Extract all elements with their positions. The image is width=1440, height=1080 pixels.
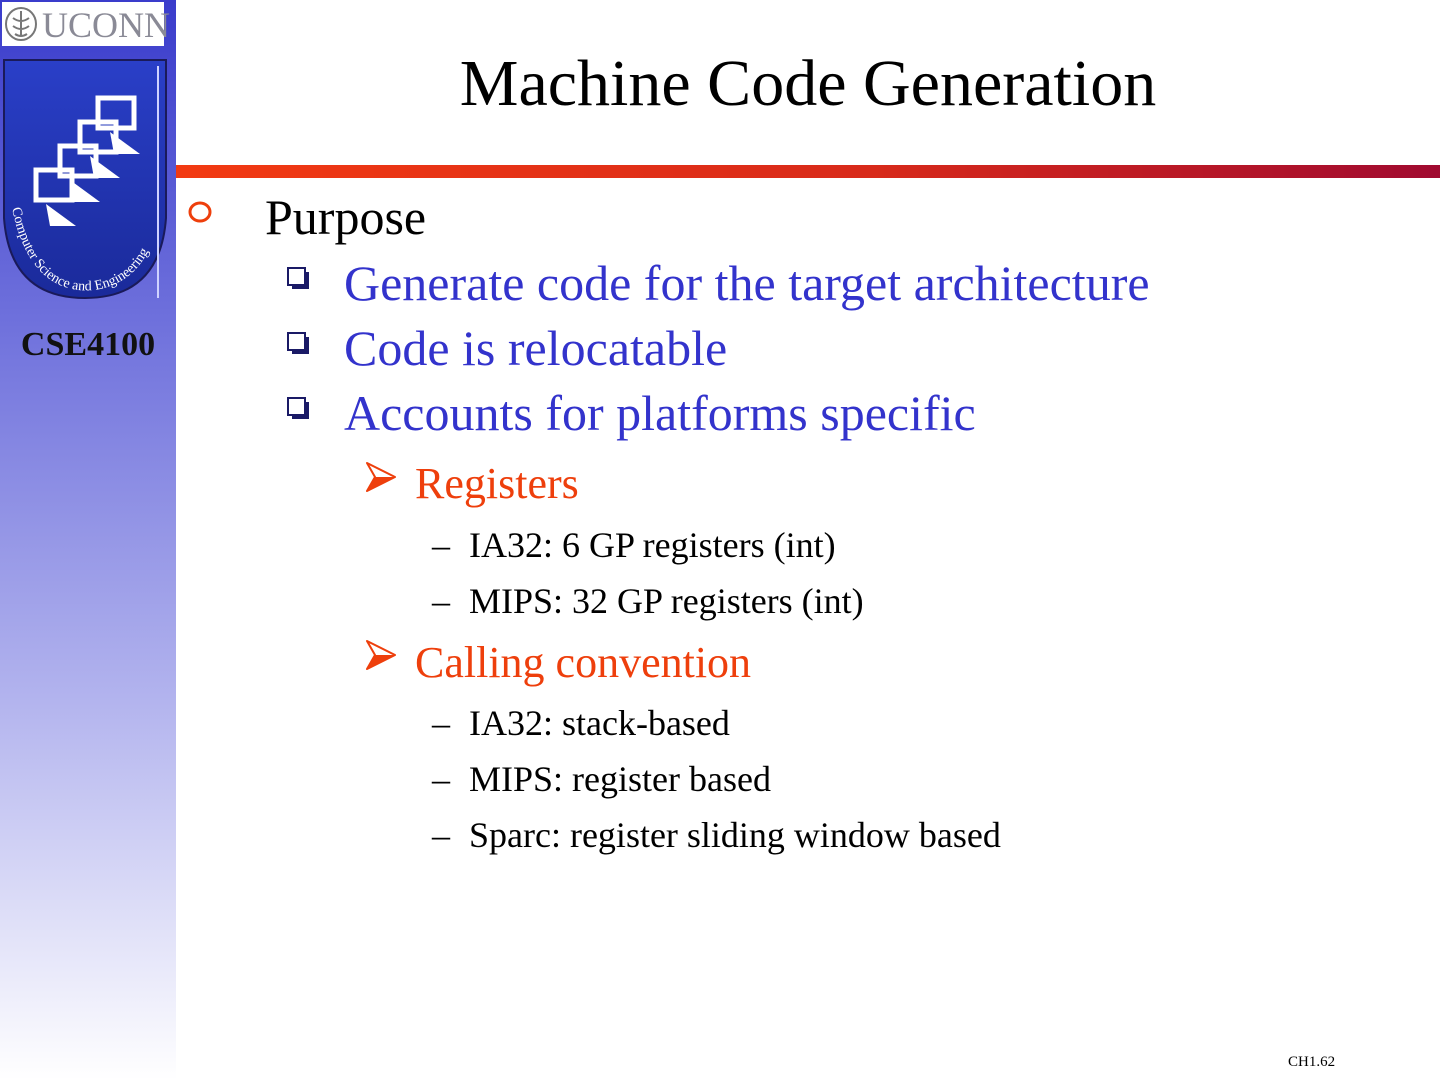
hollow-circle-bullet-icon bbox=[188, 201, 212, 223]
bullet-ia32-calling: IA32: stack-based bbox=[469, 703, 730, 743]
university-logo: UCONN bbox=[2, 2, 170, 46]
shadowed-square-bullet-icon bbox=[287, 397, 309, 419]
dash-bullet: – bbox=[432, 703, 450, 743]
bullet-generate-code: Generate code for the target architectur… bbox=[344, 255, 1150, 311]
dash-bullet: – bbox=[432, 581, 450, 621]
bullet-mips-calling: MIPS: register based bbox=[469, 759, 771, 799]
bullet-platform-specific: Accounts for platforms specific bbox=[344, 385, 976, 441]
shadowed-square-bullet-icon bbox=[287, 267, 309, 289]
dash-bullet: – bbox=[432, 525, 450, 565]
bullet-calling-convention: Calling convention bbox=[415, 638, 752, 687]
arrowhead-bullet-icon bbox=[366, 640, 396, 670]
slide-title: Machine Code Generation bbox=[459, 47, 1157, 120]
bullet-mips-registers: MIPS: 32 GP registers (int) bbox=[469, 581, 864, 621]
title-divider bbox=[176, 165, 1440, 178]
bullet-purpose: Purpose bbox=[265, 189, 427, 245]
dash-bullet: – bbox=[432, 759, 450, 799]
bullet-registers: Registers bbox=[415, 459, 579, 508]
course-code: CSE4100 bbox=[20, 326, 156, 363]
seal-icon bbox=[5, 7, 37, 41]
bullet-ia32-registers: IA32: 6 GP registers (int) bbox=[469, 525, 836, 565]
university-wordmark: UCONN bbox=[42, 5, 171, 45]
department-emblem-icon: Computer Science and Engineering bbox=[3, 59, 167, 300]
sidebar: UCONN Computer Science and Engineering bbox=[0, 0, 176, 1080]
arrowhead-bullet-icon bbox=[366, 462, 396, 492]
slide-number: CH1.62 bbox=[1288, 1054, 1336, 1070]
bullet-sparc-calling: Sparc: register sliding window based bbox=[469, 815, 1001, 855]
bullet-relocatable: Code is relocatable bbox=[344, 320, 728, 376]
shadowed-square-bullet-icon bbox=[287, 332, 309, 354]
dash-bullet: – bbox=[432, 815, 450, 855]
